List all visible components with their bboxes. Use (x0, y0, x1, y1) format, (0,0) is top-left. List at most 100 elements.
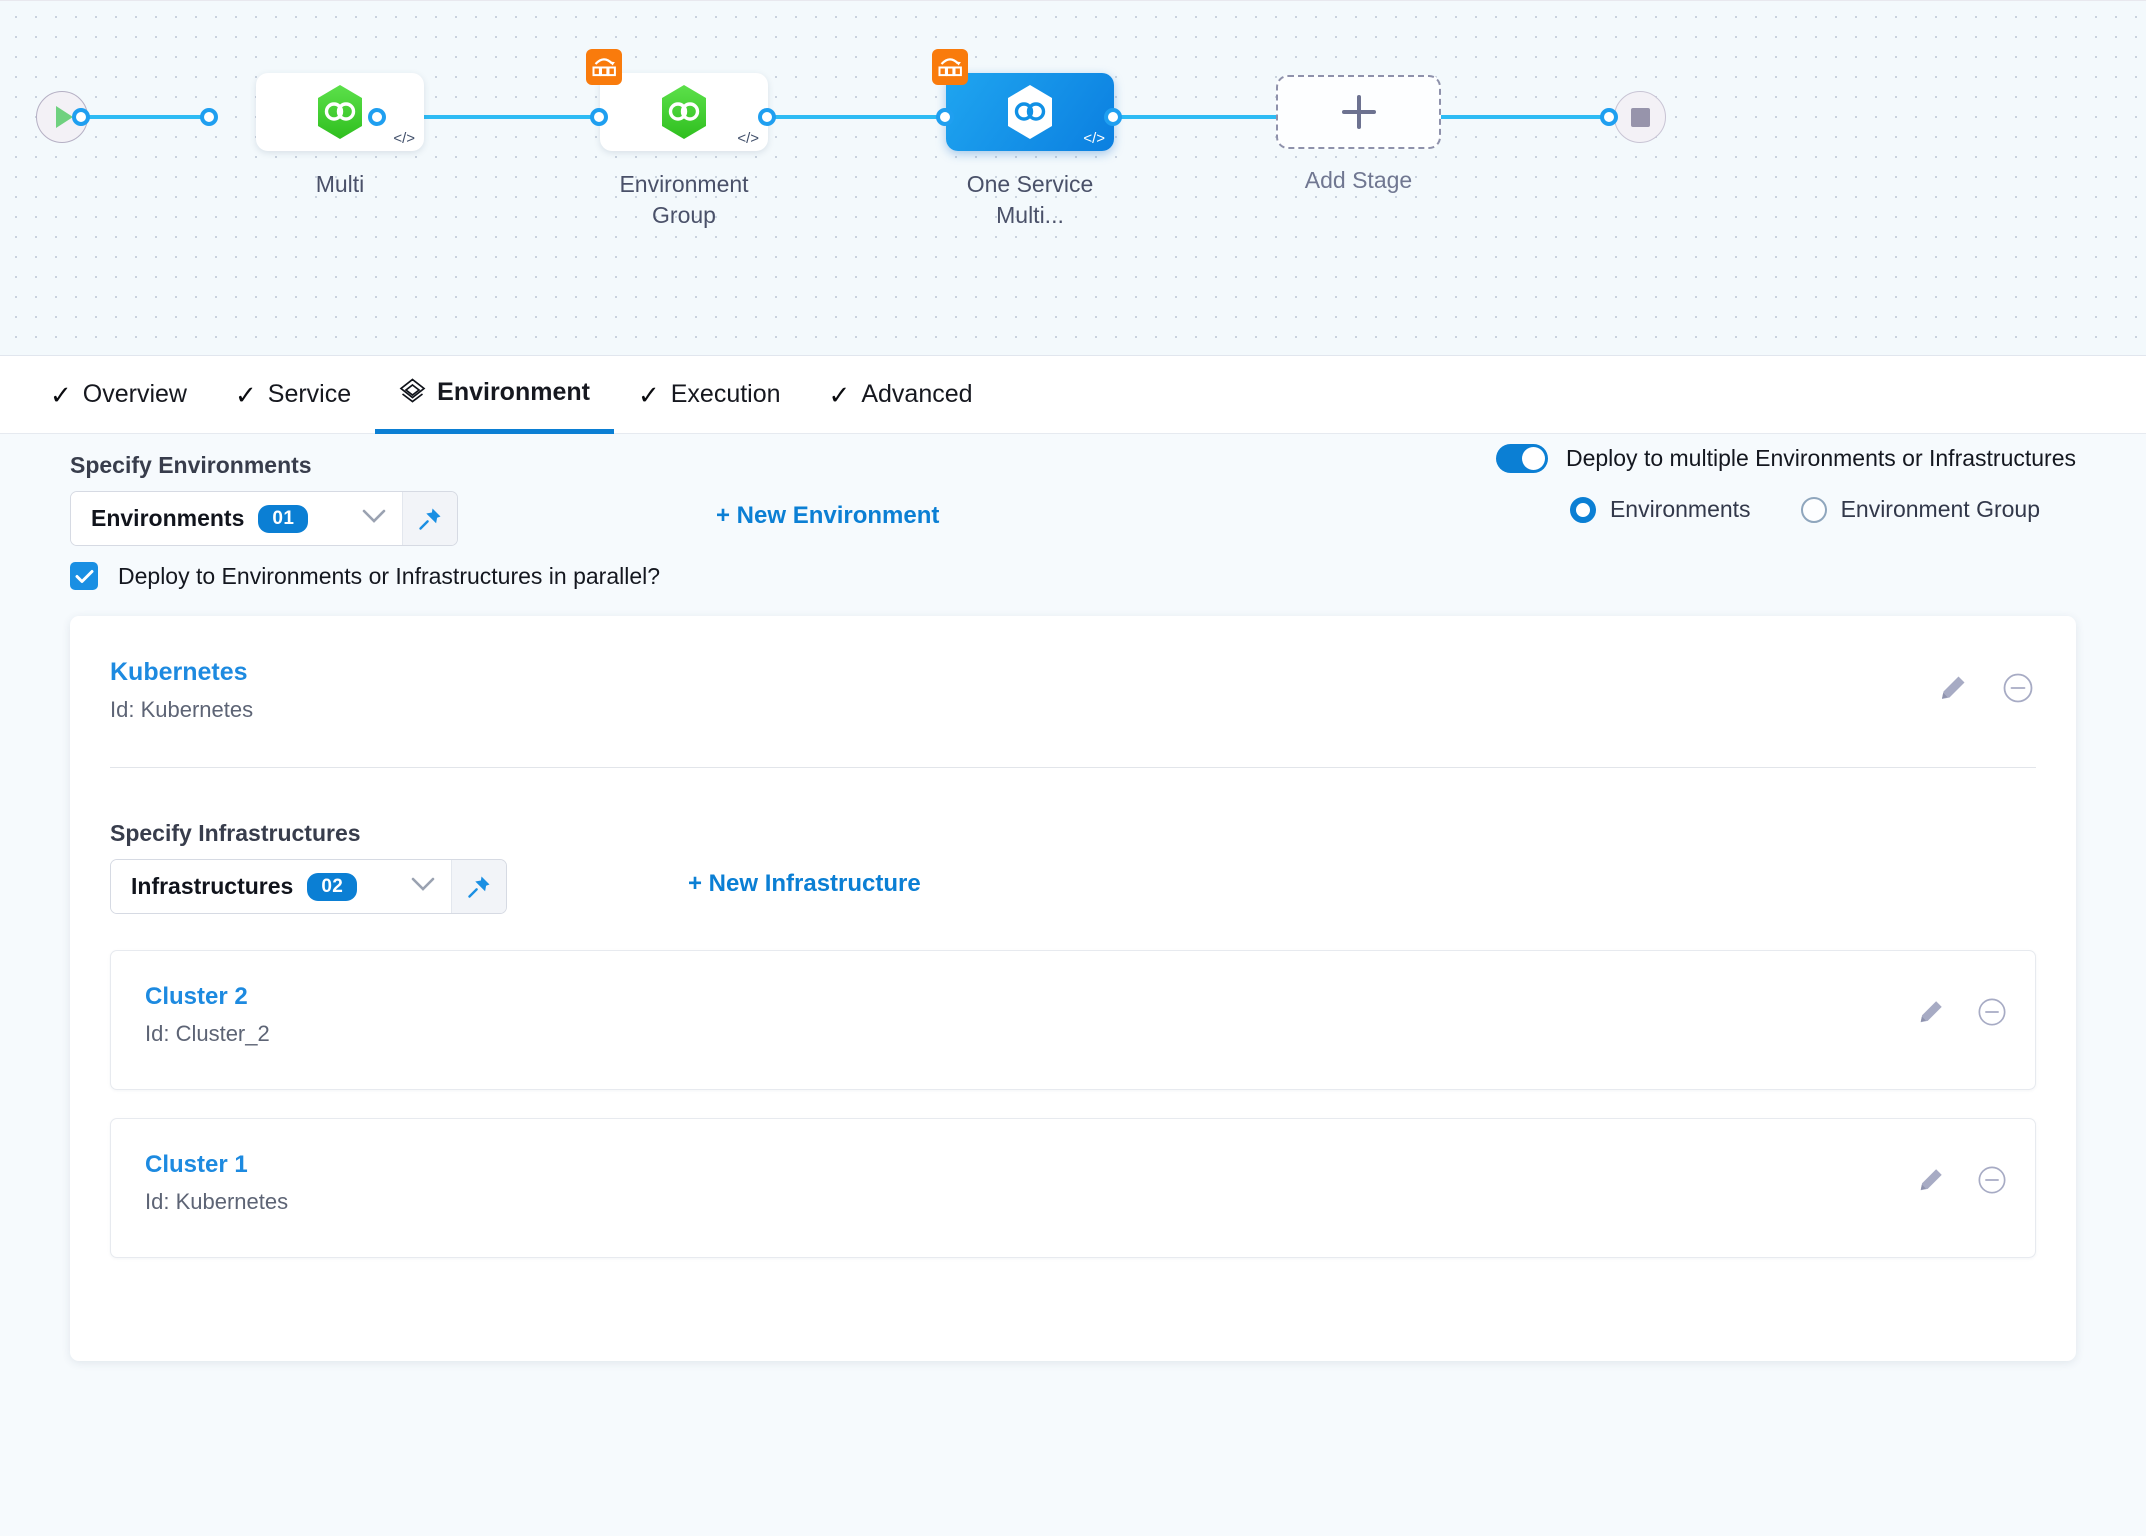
new-infrastructure-link[interactable]: + New Infrastructure (688, 870, 921, 897)
tab-service[interactable]: ✓ Service (211, 356, 375, 434)
minus-circle-icon[interactable] (1977, 997, 2007, 1027)
stage-config-tabs[interactable]: ✓ Overview ✓ Service Environment ✓ Execu… (0, 356, 2146, 434)
multi-deploy-switch[interactable] (1495, 444, 1548, 473)
specify-environments-label: Specify Environments (70, 452, 312, 478)
environments-count-badge: 01 (258, 504, 309, 533)
tab-environment[interactable]: Environment (375, 356, 614, 434)
minus-circle-icon[interactable] (2002, 672, 2034, 704)
pushpin-icon (468, 876, 490, 898)
infrastructures-count-badge: 02 (307, 872, 358, 901)
pipeline-end-node[interactable] (1614, 91, 1666, 143)
environment-type-radio-group[interactable]: Environments Environment Group (1569, 496, 2040, 523)
environment-card: Kubernetes Id: Kubernetes (70, 616, 2076, 1361)
tab-execution[interactable]: ✓ Execution (614, 356, 805, 434)
switch-knob (1521, 447, 1545, 470)
environment-id-text: Id: Kubernetes (110, 697, 254, 722)
minus-circle-icon[interactable] (1977, 1165, 2007, 1195)
specify-infrastructures-label: Specify Infrastructures (110, 820, 361, 846)
multi-deploy-label: Deploy to multiple Environments or Infra… (1565, 445, 2076, 471)
pencil-icon[interactable] (1917, 1166, 1945, 1194)
environment-row-actions (1938, 672, 2034, 704)
infrastructures-section: Specify Infrastructures Infrastructures … (110, 768, 2036, 1258)
wire-stage1-to-stage2 (378, 115, 600, 119)
parallel-deploy-label: Deploy to Environments or Infrastructure… (118, 562, 661, 589)
port-end[interactable] (1600, 108, 1618, 126)
parallel-deploy-checkbox-row[interactable]: Deploy to Environments or Infrastructure… (70, 562, 2076, 590)
wire-start-to-stage1 (80, 115, 210, 119)
port-stage2-in[interactable] (590, 108, 608, 126)
parallel-deploy-checkbox[interactable] (70, 562, 98, 590)
tab-label: Advanced (861, 380, 973, 408)
check-icon: ✓ (234, 379, 257, 410)
environment-card-divider (110, 767, 2036, 768)
infrastructure-card: Cluster 1 Id: Kubernetes (110, 1118, 2036, 1258)
pipeline-canvas[interactable]: </> Multi </> Environment Group (0, 0, 2146, 356)
environments-pin-button[interactable] (403, 492, 458, 545)
infrastructure-row-actions (1917, 997, 2007, 1027)
tab-label: Environment (437, 377, 590, 406)
harness-hex-icon (318, 85, 362, 139)
radio-environment-group[interactable]: Environment Group (1800, 496, 2040, 523)
port-stage3-in[interactable] (936, 108, 954, 126)
code-toggle-icon[interactable]: </> (737, 130, 759, 147)
code-toggle-icon[interactable]: </> (393, 130, 415, 147)
add-stage-button[interactable] (1276, 75, 1441, 149)
pencil-icon[interactable] (1938, 673, 1968, 703)
wire-stage2-to-stage3 (766, 115, 946, 119)
port-start[interactable] (72, 108, 90, 126)
layers-icon (399, 377, 426, 407)
stage-label-multi: Multi (315, 171, 365, 197)
matrix-looping-icon (586, 49, 622, 85)
infrastructures-dropdown-text: Infrastructures (131, 873, 294, 899)
port-stage1-in[interactable] (200, 108, 218, 126)
multi-deploy-toggle-row[interactable]: Deploy to multiple Environments or Infra… (1495, 444, 2076, 473)
infrastructure-name-link[interactable]: Cluster 1 (145, 1151, 248, 1178)
chevron-down-icon (322, 509, 386, 529)
infrastructure-name-link[interactable]: Cluster 2 (145, 983, 248, 1010)
stage-node-multi[interactable]: </> (256, 73, 424, 151)
infrastructures-dropdown-main[interactable]: Infrastructures 02 (111, 860, 453, 913)
radio-environment-group-label: Environment Group (1840, 496, 2040, 522)
add-stage-label: Add Stage (1304, 167, 1413, 193)
stage-label-one-service-multi: One Service Multi... (966, 171, 1094, 229)
harness-hex-icon (1008, 85, 1052, 139)
pushpin-icon (419, 508, 441, 530)
environment-name-link[interactable]: Kubernetes (110, 658, 248, 686)
infrastructure-row-actions (1917, 1165, 2007, 1195)
tab-overview[interactable]: ✓ Overview (26, 356, 211, 434)
port-stage2-out[interactable] (758, 108, 776, 126)
play-icon (56, 106, 73, 128)
chevron-down-icon (371, 877, 435, 897)
infrastructures-pin-button[interactable] (452, 860, 507, 913)
environments-dropdown-main[interactable]: Environments 01 (71, 492, 404, 545)
check-icon: ✓ (828, 379, 851, 410)
check-icon (75, 569, 93, 583)
infrastructure-card: Cluster 2 Id: Cluster_2 (110, 950, 2036, 1090)
port-stage1-out[interactable] (368, 108, 386, 126)
matrix-looping-icon (932, 49, 968, 85)
environments-dropdown[interactable]: Environments 01 (70, 491, 459, 546)
radio-environments[interactable]: Environments (1569, 496, 1751, 523)
stop-icon (1630, 107, 1650, 127)
radio-environments-indicator (1569, 496, 1596, 523)
environments-controls-row: Specify Environments Environments 01 + N… (70, 434, 2076, 554)
infrastructure-id-text: Id: Cluster_2 (145, 1021, 270, 1046)
environment-panel: Specify Environments Environments 01 + N… (0, 434, 2146, 1361)
infrastructures-dropdown[interactable]: Infrastructures 02 (110, 859, 508, 914)
wire-stage3-to-addstage (1112, 115, 1288, 119)
harness-hex-icon (662, 85, 706, 139)
tab-advanced[interactable]: ✓ Advanced (805, 356, 997, 434)
port-stage3-out[interactable] (1104, 108, 1122, 126)
stage-node-environment-group[interactable]: </> (586, 49, 768, 151)
wire-addstage-to-end (1430, 115, 1630, 119)
new-environment-link[interactable]: + New Environment (716, 502, 940, 529)
environment-card-header: Kubernetes Id: Kubernetes (110, 658, 2036, 723)
stage-node-one-service-multi[interactable]: </> (932, 49, 1114, 151)
code-toggle-icon[interactable]: </> (1083, 130, 1105, 147)
tab-label: Service (267, 380, 352, 408)
check-icon: ✓ (50, 379, 72, 410)
tab-label: Overview (82, 380, 187, 408)
pencil-icon[interactable] (1917, 998, 1945, 1026)
radio-environments-label: Environments (1609, 496, 1751, 522)
tab-label: Execution (670, 380, 781, 408)
